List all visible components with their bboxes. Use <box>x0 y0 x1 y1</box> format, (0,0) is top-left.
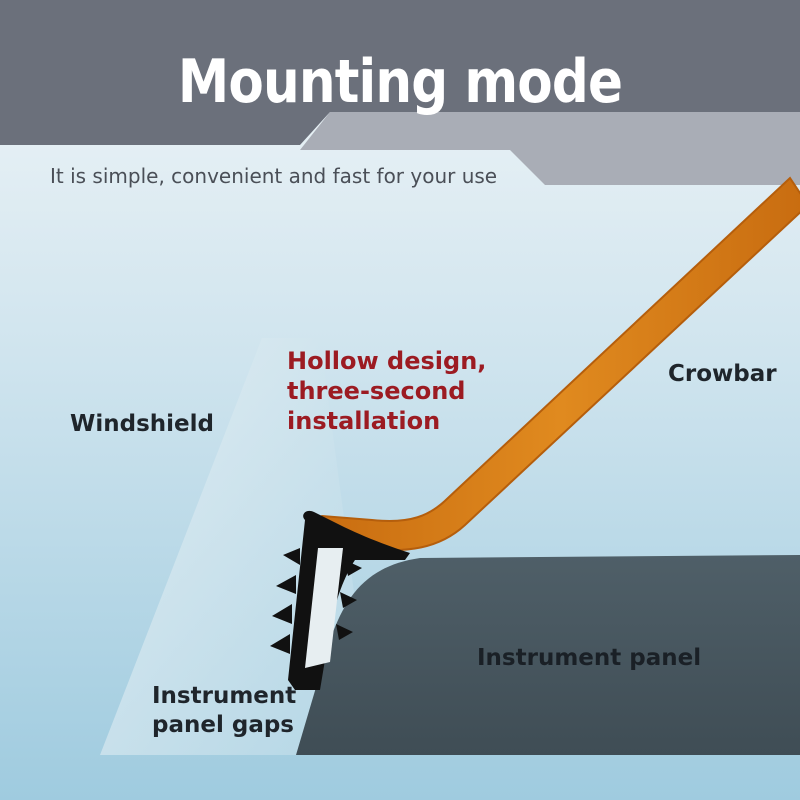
header-band-dark <box>0 0 800 145</box>
windshield-label: Windshield <box>70 411 214 437</box>
gaps-line-1: Instrument <box>152 683 297 709</box>
page-subtitle: It is simple, convenient and fast for yo… <box>50 164 498 188</box>
hollow-design-label: Hollow design, three-second installation <box>287 346 486 436</box>
rubber-clip <box>270 510 410 690</box>
hollow-design-line-2: three-second <box>287 377 466 405</box>
hollow-design-line-3: installation <box>287 407 441 435</box>
instrument-panel-shape <box>296 555 800 755</box>
gaps-line-2: panel gaps <box>152 712 294 738</box>
header-band-light <box>300 112 800 185</box>
instrument-panel-gaps-label: Instrument panel gaps <box>152 682 296 740</box>
page-title: Mounting mode <box>177 47 623 117</box>
crowbar-label: Crowbar <box>668 361 777 387</box>
hollow-design-line-1: Hollow design, <box>287 347 487 375</box>
instrument-panel-label: Instrument panel <box>477 645 702 671</box>
